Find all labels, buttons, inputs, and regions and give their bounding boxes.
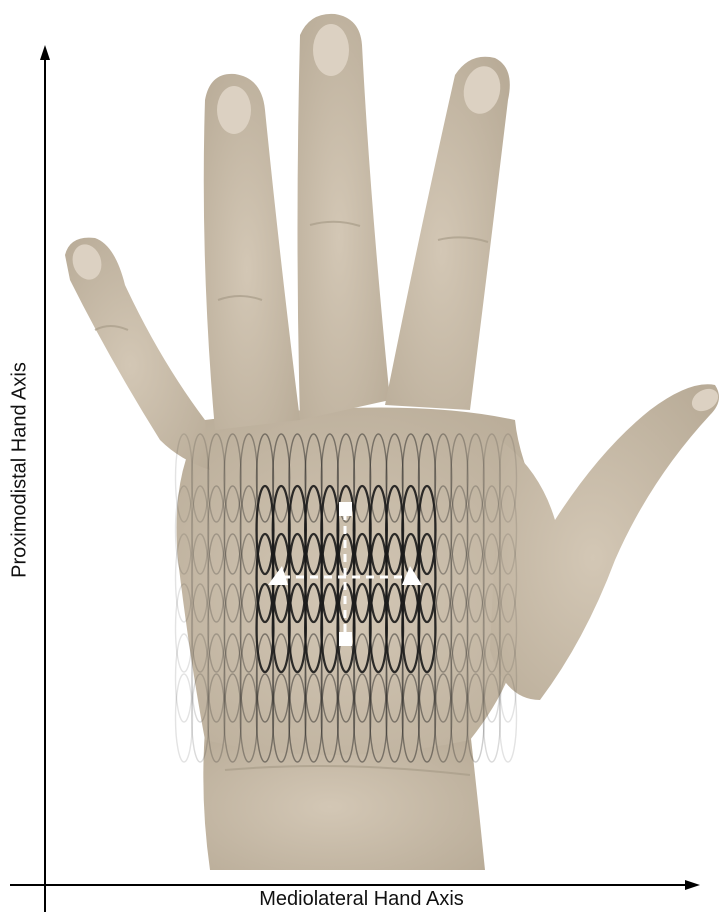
hand-photo bbox=[65, 14, 722, 870]
thumb bbox=[490, 384, 719, 700]
x-axis-label: Mediolateral Hand Axis bbox=[0, 888, 723, 911]
y-axis-label: Proximodistal Hand Axis bbox=[9, 362, 32, 578]
y-axis-arrowhead bbox=[40, 45, 50, 60]
stimulus-ellipse bbox=[176, 674, 193, 762]
stimulus-ellipse bbox=[500, 674, 517, 762]
proximal-square-marker bbox=[339, 632, 352, 646]
index-finger bbox=[385, 57, 510, 410]
distal-square-marker bbox=[339, 502, 352, 516]
stimulus-ellipse bbox=[176, 634, 193, 722]
ring-finger bbox=[204, 74, 300, 430]
nail-ring bbox=[217, 86, 251, 134]
nail-middle bbox=[313, 24, 349, 76]
middle-finger bbox=[298, 14, 391, 420]
